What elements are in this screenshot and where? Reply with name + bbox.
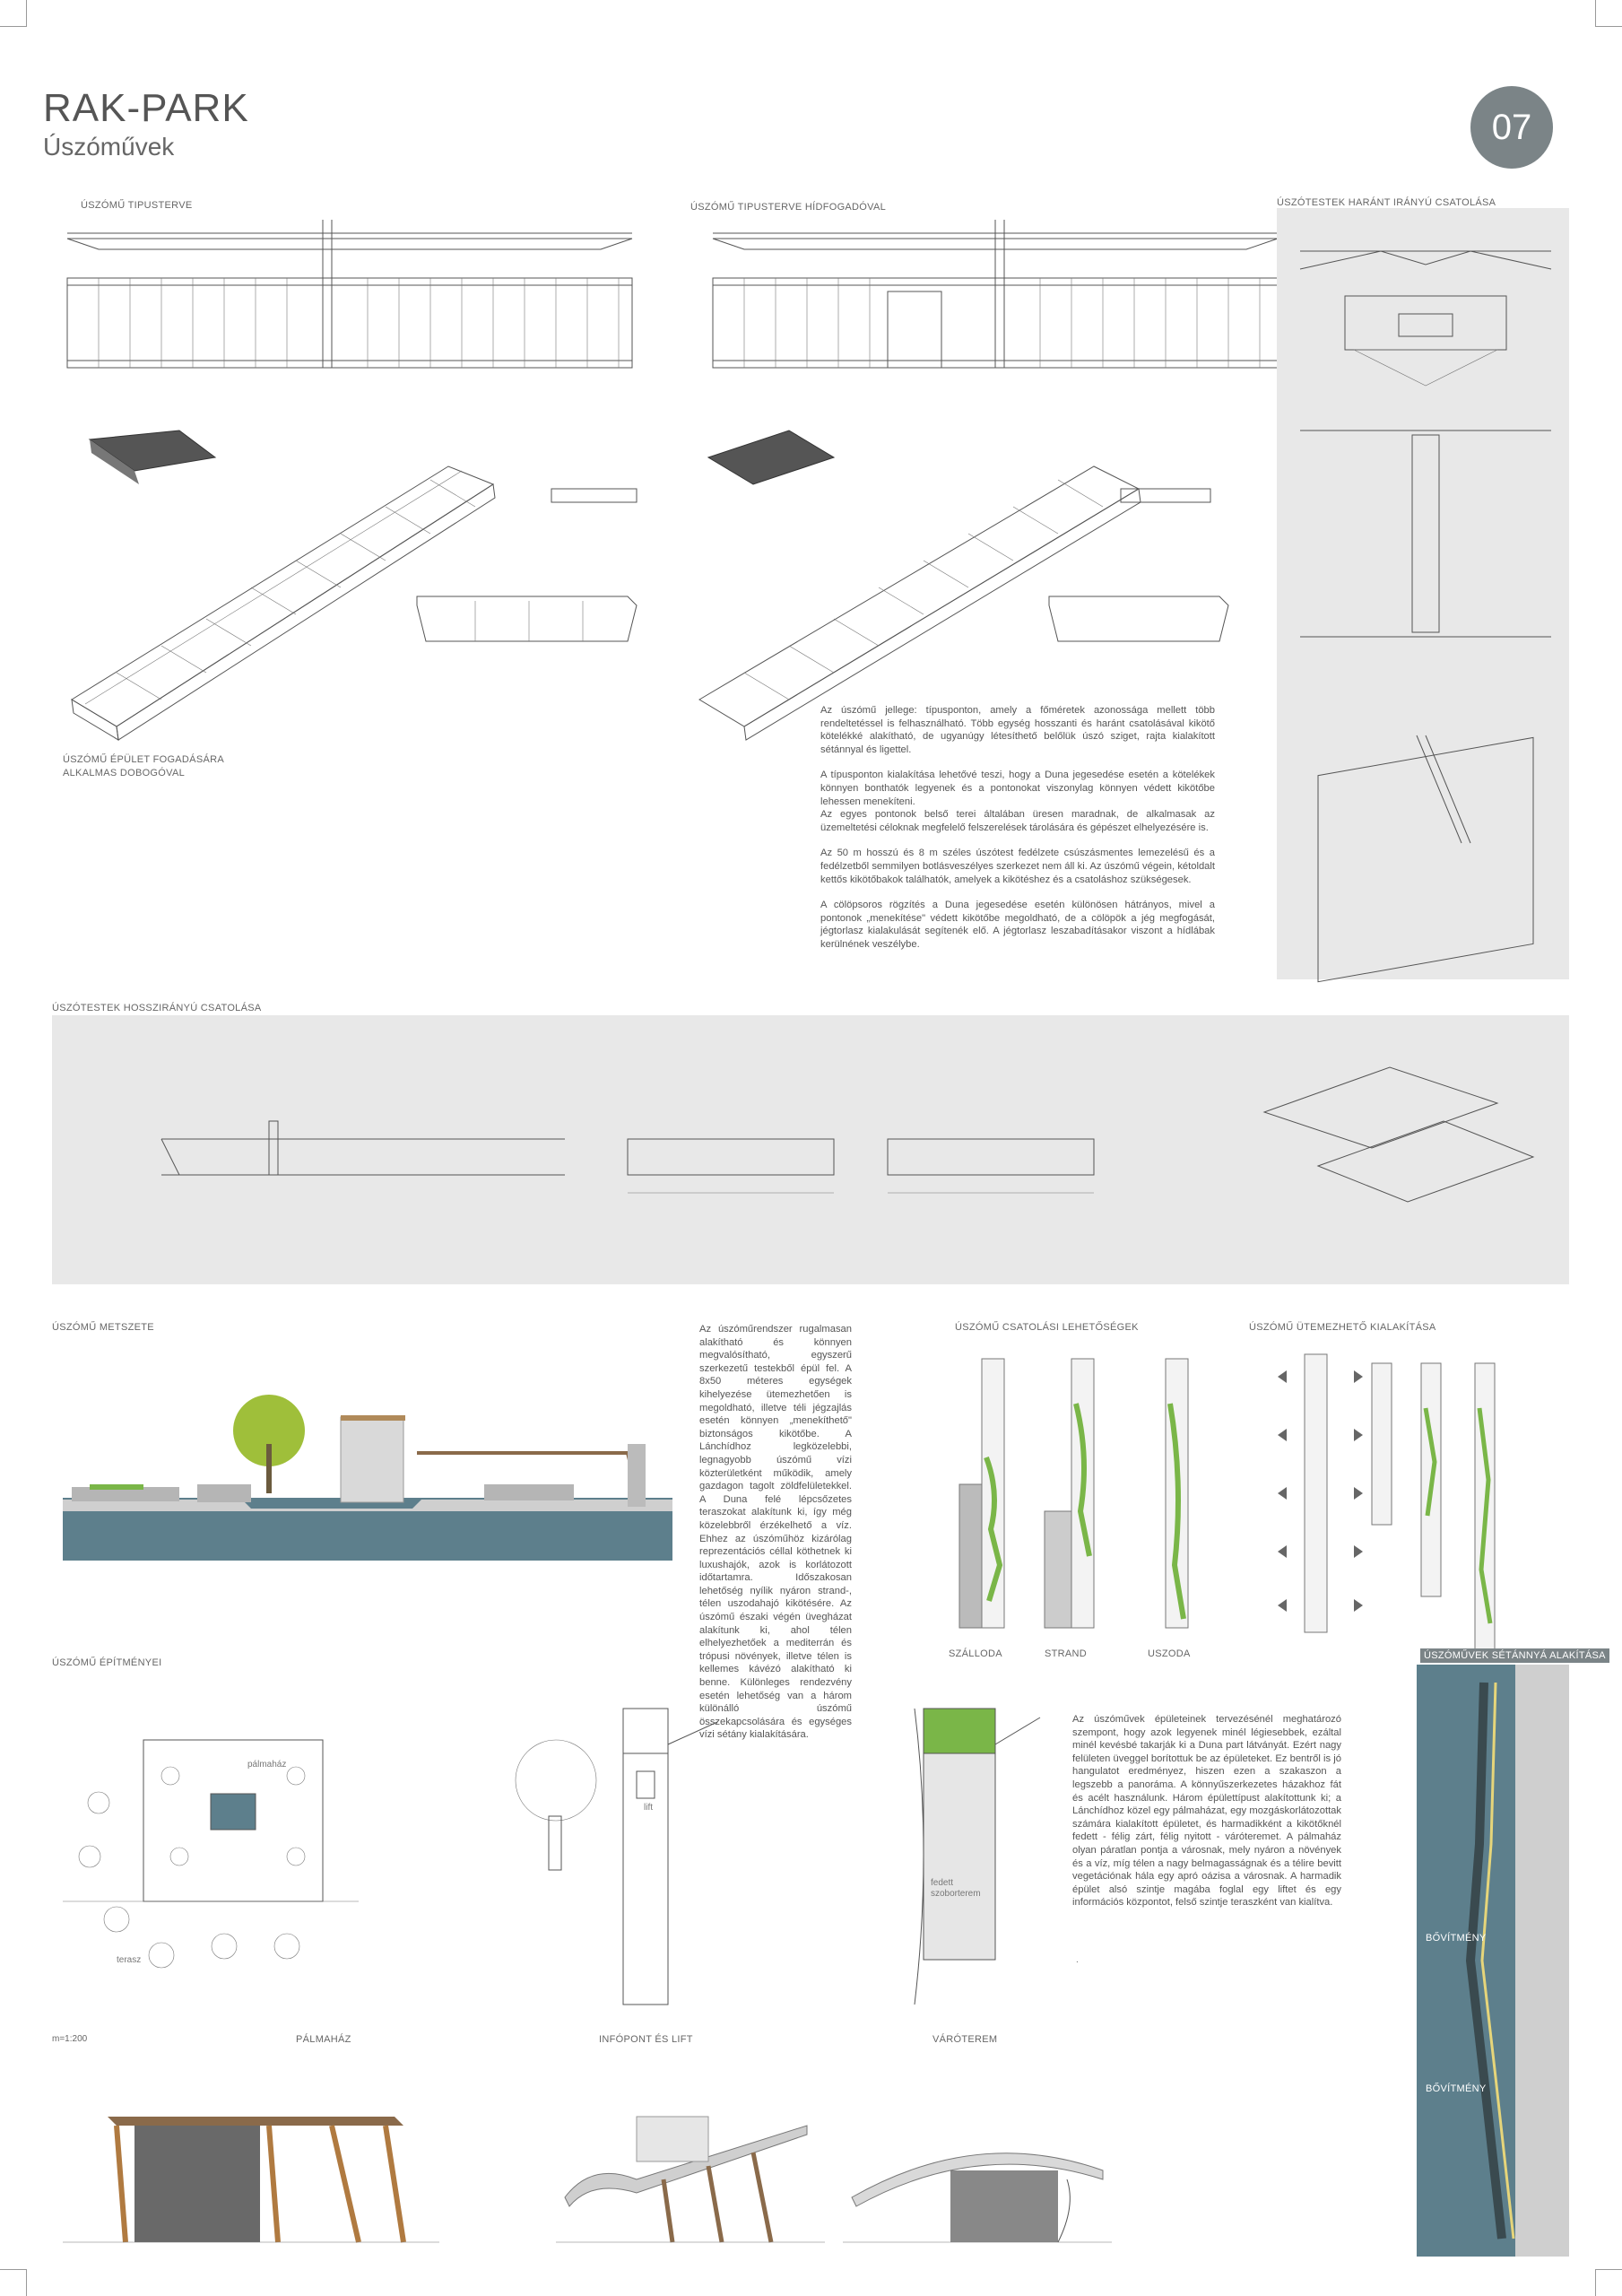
plan-label-palmahaz: pálmaház [247, 1760, 287, 1770]
main-text-p3: Az 50 m hosszú és 8 m széles úszótest fe… [820, 848, 1215, 885]
setany-map [1417, 1665, 1569, 2257]
rendszer-text: Az úszóműrendszer rugalmasan alakítható … [699, 1324, 852, 1741]
plan-label-terasz: terasz [117, 1955, 142, 1965]
stray-dot: . [1076, 1955, 1079, 1965]
pontoon-3d-middle [698, 430, 1229, 741]
section-label-metszet: ÚSZÓMŰ METSZETE [52, 1322, 154, 1333]
page-subtitle: Úszóművek [43, 133, 175, 161]
varoterem-render [843, 2152, 1112, 2243]
palmahaz-plan [63, 1739, 359, 1969]
caption-palmahaz: PÁLMAHÁZ [296, 2034, 351, 2045]
utemezheto-drawing [1278, 1353, 1496, 1651]
setany-pontoons [1465, 1682, 1515, 2239]
harant-drawing [1299, 250, 1552, 983]
hosszirany-panel [52, 1015, 1569, 1284]
varoterem-plan [914, 1708, 1041, 2005]
epuletek-text: Az úszóművek épületeinek tervezésénél me… [1072, 1714, 1341, 1909]
plan-label-szoborterem: szoborterem [931, 1889, 981, 1899]
caption-bovitmeny-1: BŐVÍTMÉNY [1426, 1933, 1487, 1944]
main-text-p4: A cölöpsoros rögzítés a Duna jegesedése … [820, 900, 1215, 950]
palmahaz-render [63, 2117, 439, 2243]
plan-label-fedett: fedett [931, 1878, 954, 1888]
section-label-tipusterv-hid: ÚSZÓMŰ TIPUSTERVE HÍDFOGADÓVAL [690, 202, 887, 213]
caption-uszoda: USZODA [1148, 1648, 1191, 1659]
section-label-hosszirany: ÚSZÓTESTEK HOSSZIRÁNYÚ CSATOLÁSA [52, 1003, 262, 1013]
pontoon-3d-left [71, 430, 638, 741]
metszet-drawing [63, 1395, 672, 1561]
caption-szalloda: SZÁLLODA [949, 1648, 1002, 1659]
tipusterv-hid-drawing [712, 220, 1279, 369]
csatolasi-uszoda [1165, 1358, 1189, 1629]
hosszirany-drawing [160, 1066, 1535, 1203]
main-text-p1: Az úszómű jellege: típusponton, amely a … [820, 705, 1215, 755]
main-text-p2: A típusponton kialakítása lehetővé teszi… [820, 770, 1215, 833]
csatolasi-strand [1044, 1358, 1095, 1629]
caption-infopont: INFÓPONT ÉS LIFT [599, 2034, 693, 2045]
tipusterv-drawing [66, 220, 633, 369]
section-label-epulet-fogadas: ÚSZÓMŰ ÉPÜLET FOGADÁSÁRA ALKALMAS DOBOGÓ… [63, 754, 224, 778]
page-number-badge: 07 [1470, 86, 1553, 169]
crop-mark-top-left [0, 0, 27, 27]
section-label-setany: ÚSZÓMŰVEK SÉTÁNNYÁ ALAKÍTÁSA [1420, 1648, 1609, 1663]
crop-mark-top-right [1595, 0, 1622, 27]
caption-strand: STRAND [1045, 1648, 1088, 1659]
caption-bovitmeny-2: BŐVÍTMÉNY [1426, 2083, 1487, 2094]
page-title: RAK-PARK [43, 86, 249, 130]
crop-mark-bottom-left [0, 2269, 27, 2296]
main-text-block: Az úszómű jellege: típusponton, amely a … [820, 704, 1215, 964]
crop-mark-bottom-right [1595, 2269, 1622, 2296]
plan-label-lift: lift [644, 1803, 653, 1813]
section-label-csatolasi: ÚSZÓMŰ CSATOLÁSI LEHETŐSÉGEK [955, 1322, 1139, 1333]
section-label-harant: ÚSZÓTESTEK HARÁNT IRÁNYÚ CSATOLÁSA [1277, 197, 1496, 208]
infopont-plan [515, 1708, 718, 2005]
csatolasi-drawing [958, 1358, 1189, 1629]
section-label-tipusterv: ÚSZÓMŰ TIPUSTERVE [81, 200, 193, 211]
csatolasi-szalloda [958, 1358, 1005, 1629]
section-label-utemezheto: ÚSZÓMŰ ÜTEMEZHETŐ KIALAKÍTÁSA [1249, 1322, 1436, 1333]
section-label-epitmenyei: ÚSZÓMŰ ÉPÍTMÉNYEI [52, 1657, 162, 1668]
scale-caption: m=1:200 [52, 2034, 88, 2044]
setany-riverbank [1515, 1665, 1569, 2257]
infopont-render [556, 2116, 825, 2243]
caption-varoterem: VÁRÓTEREM [932, 2034, 998, 2045]
